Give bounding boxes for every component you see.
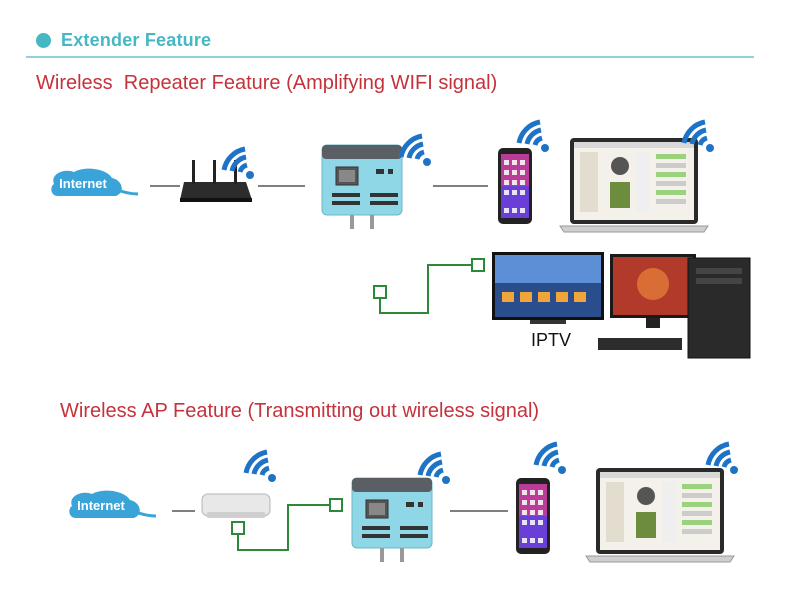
smartphone-icon	[516, 478, 550, 554]
repeater-section-title: Wireless Repeater Feature (Amplifying WI…	[36, 72, 498, 94]
wifi-icon	[401, 136, 431, 166]
section-header: Extender Feature	[36, 28, 211, 52]
modem-icon	[201, 493, 271, 518]
internet-label: Internet	[77, 498, 125, 513]
page-title: Extender Feature	[61, 29, 212, 50]
laptop-icon	[559, 137, 709, 233]
bullet-dot	[36, 32, 51, 48]
desktop-pc-icon	[598, 254, 751, 359]
tv-icon	[492, 252, 604, 324]
wifi-icon	[536, 444, 566, 474]
wifi-icon	[519, 122, 549, 152]
wifi-icon	[246, 452, 276, 482]
iptv-label: IPTV	[531, 330, 571, 350]
internet-cloud-ap: Internet	[67, 489, 158, 520]
ethernet-cable-icon	[373, 258, 485, 314]
repeater-device-icon	[351, 477, 433, 563]
internet-cloud-repeater: Internet	[49, 167, 140, 198]
smartphone-icon	[498, 148, 532, 224]
router-icon	[180, 160, 252, 202]
header-divider	[26, 56, 754, 58]
laptop-icon	[585, 467, 735, 563]
ap-section-title: Wireless AP Feature (Transmitting out wi…	[60, 400, 540, 422]
wifi-icon	[224, 149, 254, 179]
ethernet-cable-icon	[231, 498, 343, 551]
repeater-device-icon	[321, 144, 403, 230]
internet-label: Internet	[59, 176, 107, 191]
